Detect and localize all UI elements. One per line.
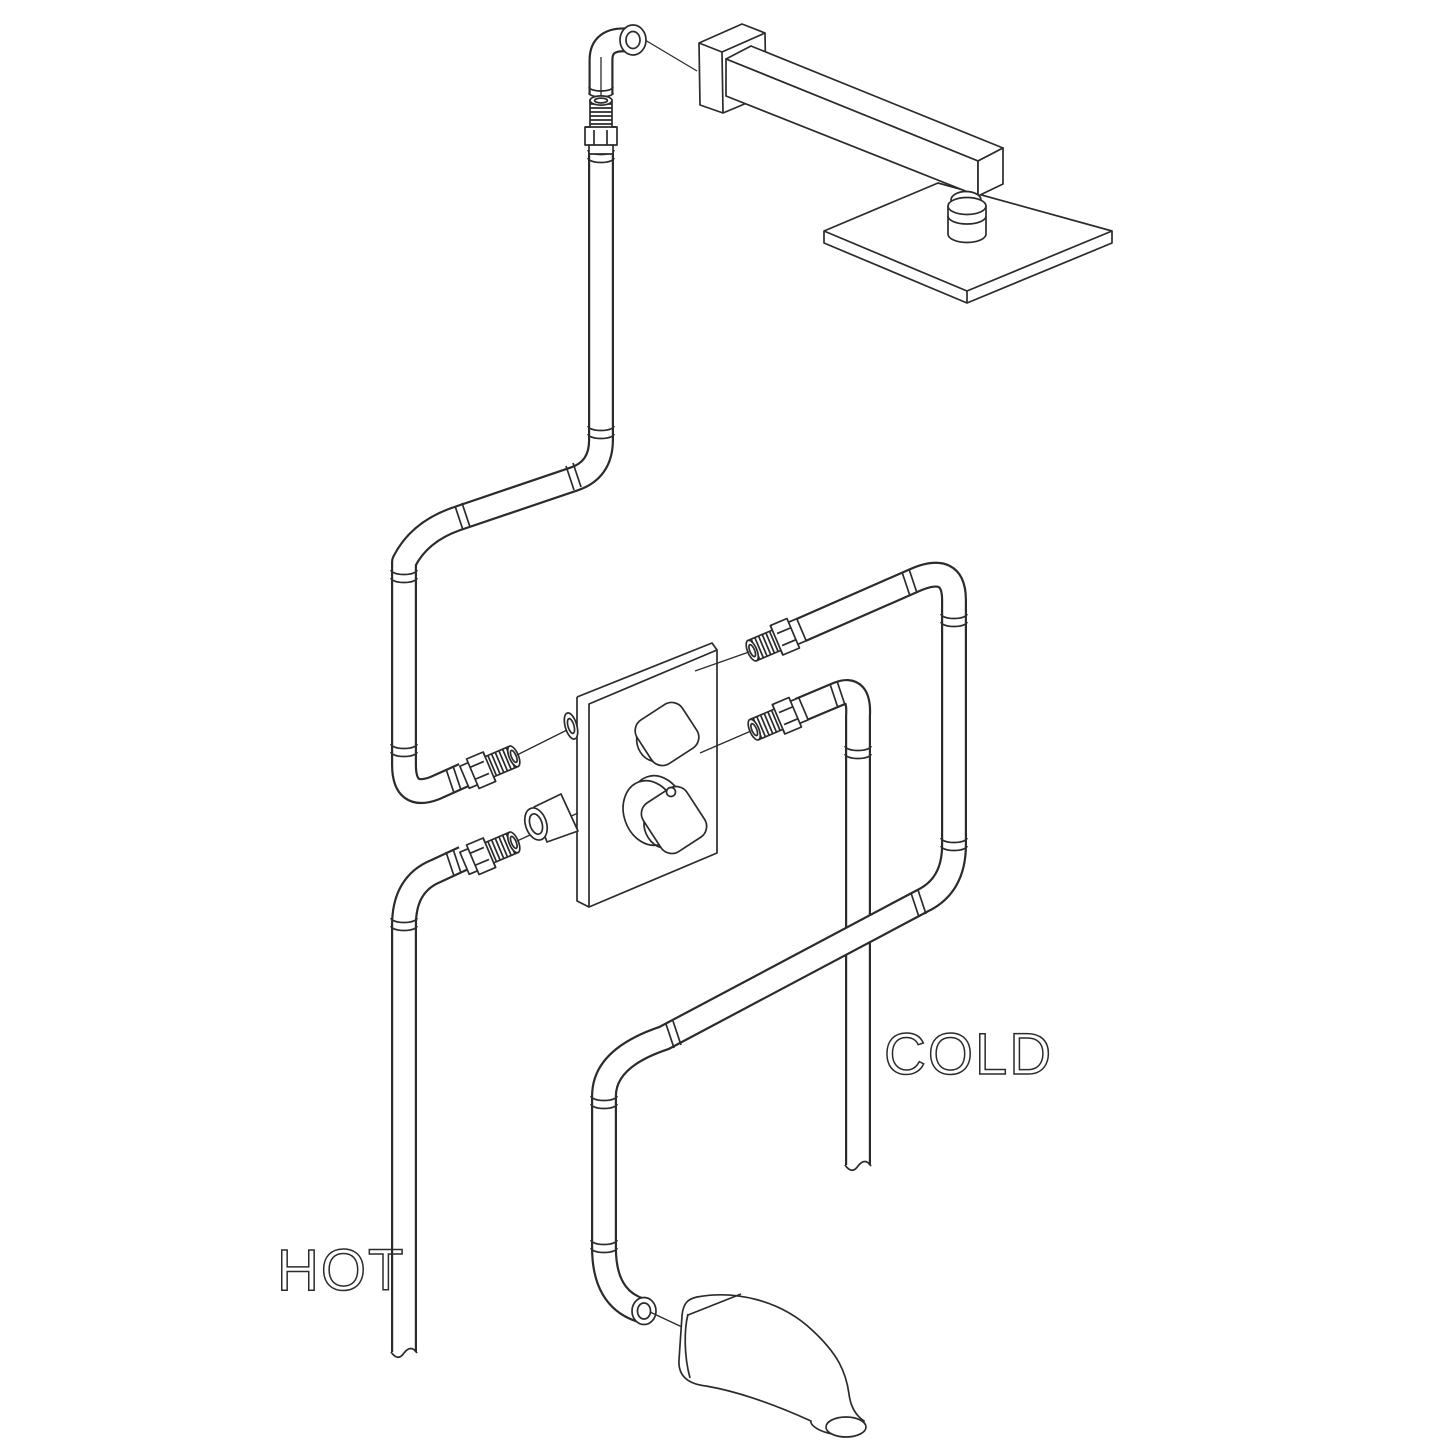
shower-head-assembly [639,23,1113,304]
tub-supply-pipe [590,561,968,1326]
assembly-axis-line [639,36,698,72]
fitting-right-lower [742,693,811,748]
fitting-right-upper [740,614,809,669]
threaded-nipple-top [584,95,618,155]
fitting-left-lower [457,824,526,879]
diverter-knob [634,701,700,767]
shower-arm [725,45,1004,197]
valve-port-ring [563,712,579,740]
pipe-break-symbol [390,1347,418,1359]
valve-plate [576,642,718,908]
riser-top-fittings [588,24,647,116]
shower-head-ball-joint [947,190,987,244]
spout-mouth [825,1416,867,1438]
knob-set-screw [665,786,677,798]
hot-supply-pipe [390,846,470,1359]
cold-label: COLD [884,1022,1053,1087]
pipe-break-symbol [844,1160,872,1172]
fitting-left-upper [457,738,526,793]
temperature-knob [622,774,708,855]
cold-supply-pipe [794,679,872,1172]
valve-assembly [516,642,752,908]
union-elbow [523,793,579,843]
hot-label: HOT [277,1238,405,1303]
tub-spout [649,1293,867,1438]
shower-supply-pipe [390,149,615,804]
